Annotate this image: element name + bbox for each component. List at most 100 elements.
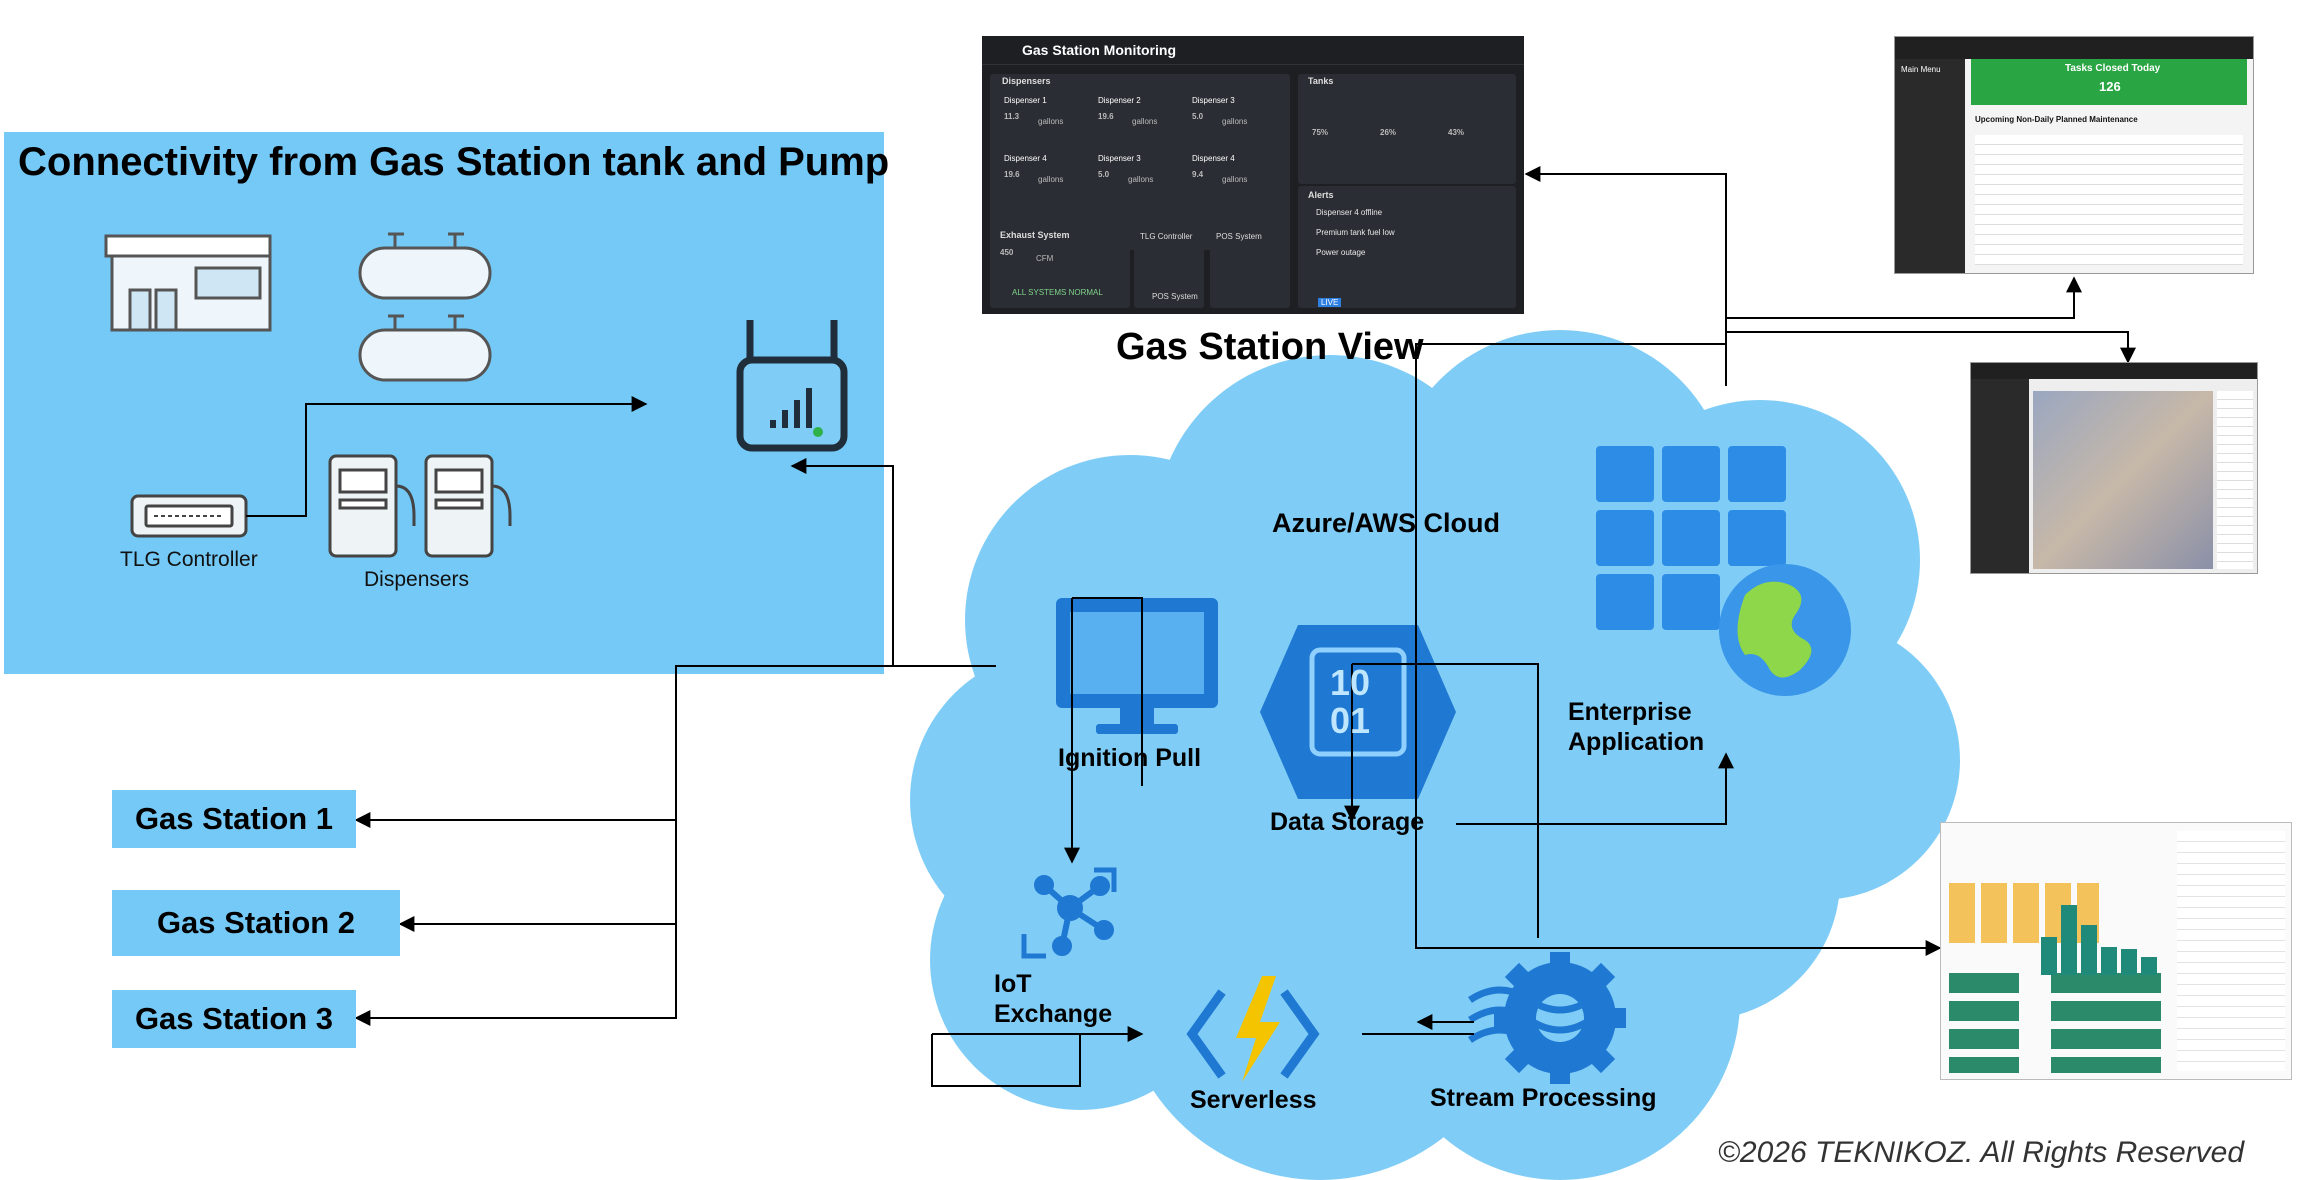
gas-station-view-label: Gas Station View: [1116, 326, 1424, 368]
tlg-controller-label: TLG Controller: [120, 548, 258, 571]
enterprise-label-line1: Enterprise: [1568, 698, 1692, 726]
live-badge: LIVE: [1318, 298, 1342, 307]
maint-topbar: [1895, 37, 2253, 59]
fuel-tank-icon: [358, 232, 492, 382]
disp-card-2-value: 19.6: [1098, 112, 1114, 121]
disp-card-6-unit: gallons: [1222, 175, 1248, 184]
analytics-bar-chart: [2041, 905, 2157, 975]
disp-card-1-unit: gallons: [1038, 117, 1064, 126]
stream-processing-icon: [1468, 952, 1626, 1084]
alerts-panel: [1298, 186, 1516, 308]
copyright-footer: ©2026 TEKNIKOZ. All Rights Reserved: [1717, 1136, 2244, 1169]
analytics-thumbnail: [1940, 822, 2292, 1080]
lightning-function-icon: [1186, 976, 1320, 1082]
tanks-panel: [1298, 74, 1516, 184]
disp-card-5-unit: gallons: [1128, 175, 1154, 184]
tank-1-value: 75%: [1312, 128, 1329, 137]
globe-icon: [1719, 564, 1851, 696]
dashboard-thumbnail: Gas Station Monitoring Dispensers Tanks …: [982, 36, 1524, 314]
disp-card-3-name: Dispenser 3: [1192, 96, 1235, 105]
iot-label-line2: Exchange: [994, 1000, 1113, 1028]
gas-station-3-box: Gas Station 3: [112, 990, 356, 1048]
analytics-equipment-col: [1949, 973, 2019, 1073]
disp-card-3-unit: gallons: [1222, 117, 1248, 126]
alerts-panel-label: Alerts: [1308, 190, 1334, 200]
analytics-bar-5: [2121, 949, 2137, 975]
tlg-panel: [1134, 224, 1204, 308]
data-storage-glyph: 10 01: [1330, 662, 1371, 741]
maint-tasks-title: Tasks Closed Today: [2065, 63, 2161, 74]
maint-tasks-count: 126: [2099, 79, 2121, 94]
connector-lines: [246, 166, 2136, 1087]
disp-card-5-value: 5.0: [1098, 170, 1110, 179]
analytics-bar-6: [2141, 957, 2157, 975]
alert-3: Power outage: [1316, 248, 1366, 257]
tanks-panel-label: Tanks: [1308, 76, 1334, 86]
dispenser-icon: [328, 454, 512, 558]
plant-sidebar: [1971, 379, 2029, 573]
exhaust-label: Exhaust System: [1000, 230, 1070, 240]
gas-station-2-box: Gas Station 2: [112, 890, 400, 956]
plant-3d-thumbnail: [1970, 362, 2258, 574]
pos-panel-label: POS System: [1216, 232, 1262, 241]
analytics-bar-1: [2041, 937, 2057, 975]
analytics-bar-4: [2101, 947, 2117, 975]
gas-station-1-box: Gas Station 1: [112, 790, 356, 848]
data-storage-icon: [1260, 625, 1456, 799]
ignition-pull-label: Ignition Pull: [1058, 744, 1202, 772]
maint-table: [1975, 135, 2243, 265]
dispensers-label: Dispensers: [364, 568, 470, 591]
disp-card-4-name: Dispenser 4: [1004, 154, 1047, 163]
analytics-side-table: [2177, 831, 2285, 1071]
disp-card-4-unit: gallons: [1038, 175, 1064, 184]
serverless-label: Serverless: [1190, 1086, 1317, 1114]
disp-card-1-value: 11.3: [1004, 112, 1020, 121]
exhaust-status: ALL SYSTEMS NORMAL: [1012, 288, 1103, 297]
diagram-title: Connectivity from Gas Station tank and P…: [18, 140, 890, 184]
tank-3-value: 43%: [1448, 128, 1465, 137]
disp-card-1-name: Dispenser 1: [1004, 96, 1047, 105]
maint-sidebar: [1895, 59, 1965, 273]
maintenance-thumbnail: Main Menu Tasks Closed Today 126 Upcomin…: [1894, 36, 2254, 274]
cloud-label: Azure/AWS Cloud: [1272, 508, 1500, 538]
plant-topbar: [1971, 363, 2257, 379]
pos-panel: [1210, 224, 1290, 308]
data-storage-label: Data Storage: [1270, 808, 1425, 836]
stream-processing-label: Stream Processing: [1430, 1084, 1657, 1112]
router-icon: [736, 320, 848, 452]
tlg-panel-label: TLG Controller: [1140, 232, 1193, 241]
dispensers-panel-label: Dispensers: [1002, 76, 1051, 86]
exhaust-value: 450: [1000, 248, 1014, 257]
exhaust-unit: CFM: [1036, 254, 1054, 263]
analytics-bar-2: [2061, 905, 2077, 975]
gas-station-icon: [104, 234, 272, 332]
maint-tasks-banner: [1971, 59, 2247, 105]
disp-card-5-name: Dispenser 3: [1098, 154, 1141, 163]
exhaust-panel: [990, 224, 1130, 308]
plant-properties: [2217, 391, 2253, 569]
pos-panel-label-2: POS System: [1152, 292, 1198, 301]
maint-table-title: Upcoming Non-Daily Planned Maintenance: [1975, 115, 2138, 124]
analytics-equipment-grid: [2051, 973, 2161, 1073]
dashboard-title: Gas Station Monitoring: [982, 36, 1524, 65]
iot-hub-icon: [1021, 867, 1117, 959]
monitor-icon: [1056, 598, 1218, 734]
disp-card-3-value: 5.0: [1192, 112, 1204, 121]
disp-card-2-name: Dispenser 2: [1098, 96, 1141, 105]
alert-2: Premium tank fuel low: [1316, 228, 1395, 237]
disp-card-4-value: 19.6: [1004, 170, 1020, 179]
disp-card-6-value: 9.4: [1192, 170, 1204, 179]
iot-label-line1: IoT: [994, 970, 1032, 998]
dispensers-panel: [990, 74, 1290, 250]
enterprise-label-line2: Application: [1568, 728, 1705, 756]
analytics-bar-3: [2081, 925, 2097, 975]
tank-2-value: 26%: [1380, 128, 1397, 137]
disp-card-2-unit: gallons: [1132, 117, 1158, 126]
tlg-controller-icon: [130, 494, 248, 538]
enterprise-grid-icon: [1596, 446, 1786, 630]
plant-3d-view: [2033, 391, 2213, 569]
maint-menu-title: Main Menu: [1901, 65, 1941, 74]
alert-1: Dispenser 4 offline: [1316, 208, 1383, 217]
